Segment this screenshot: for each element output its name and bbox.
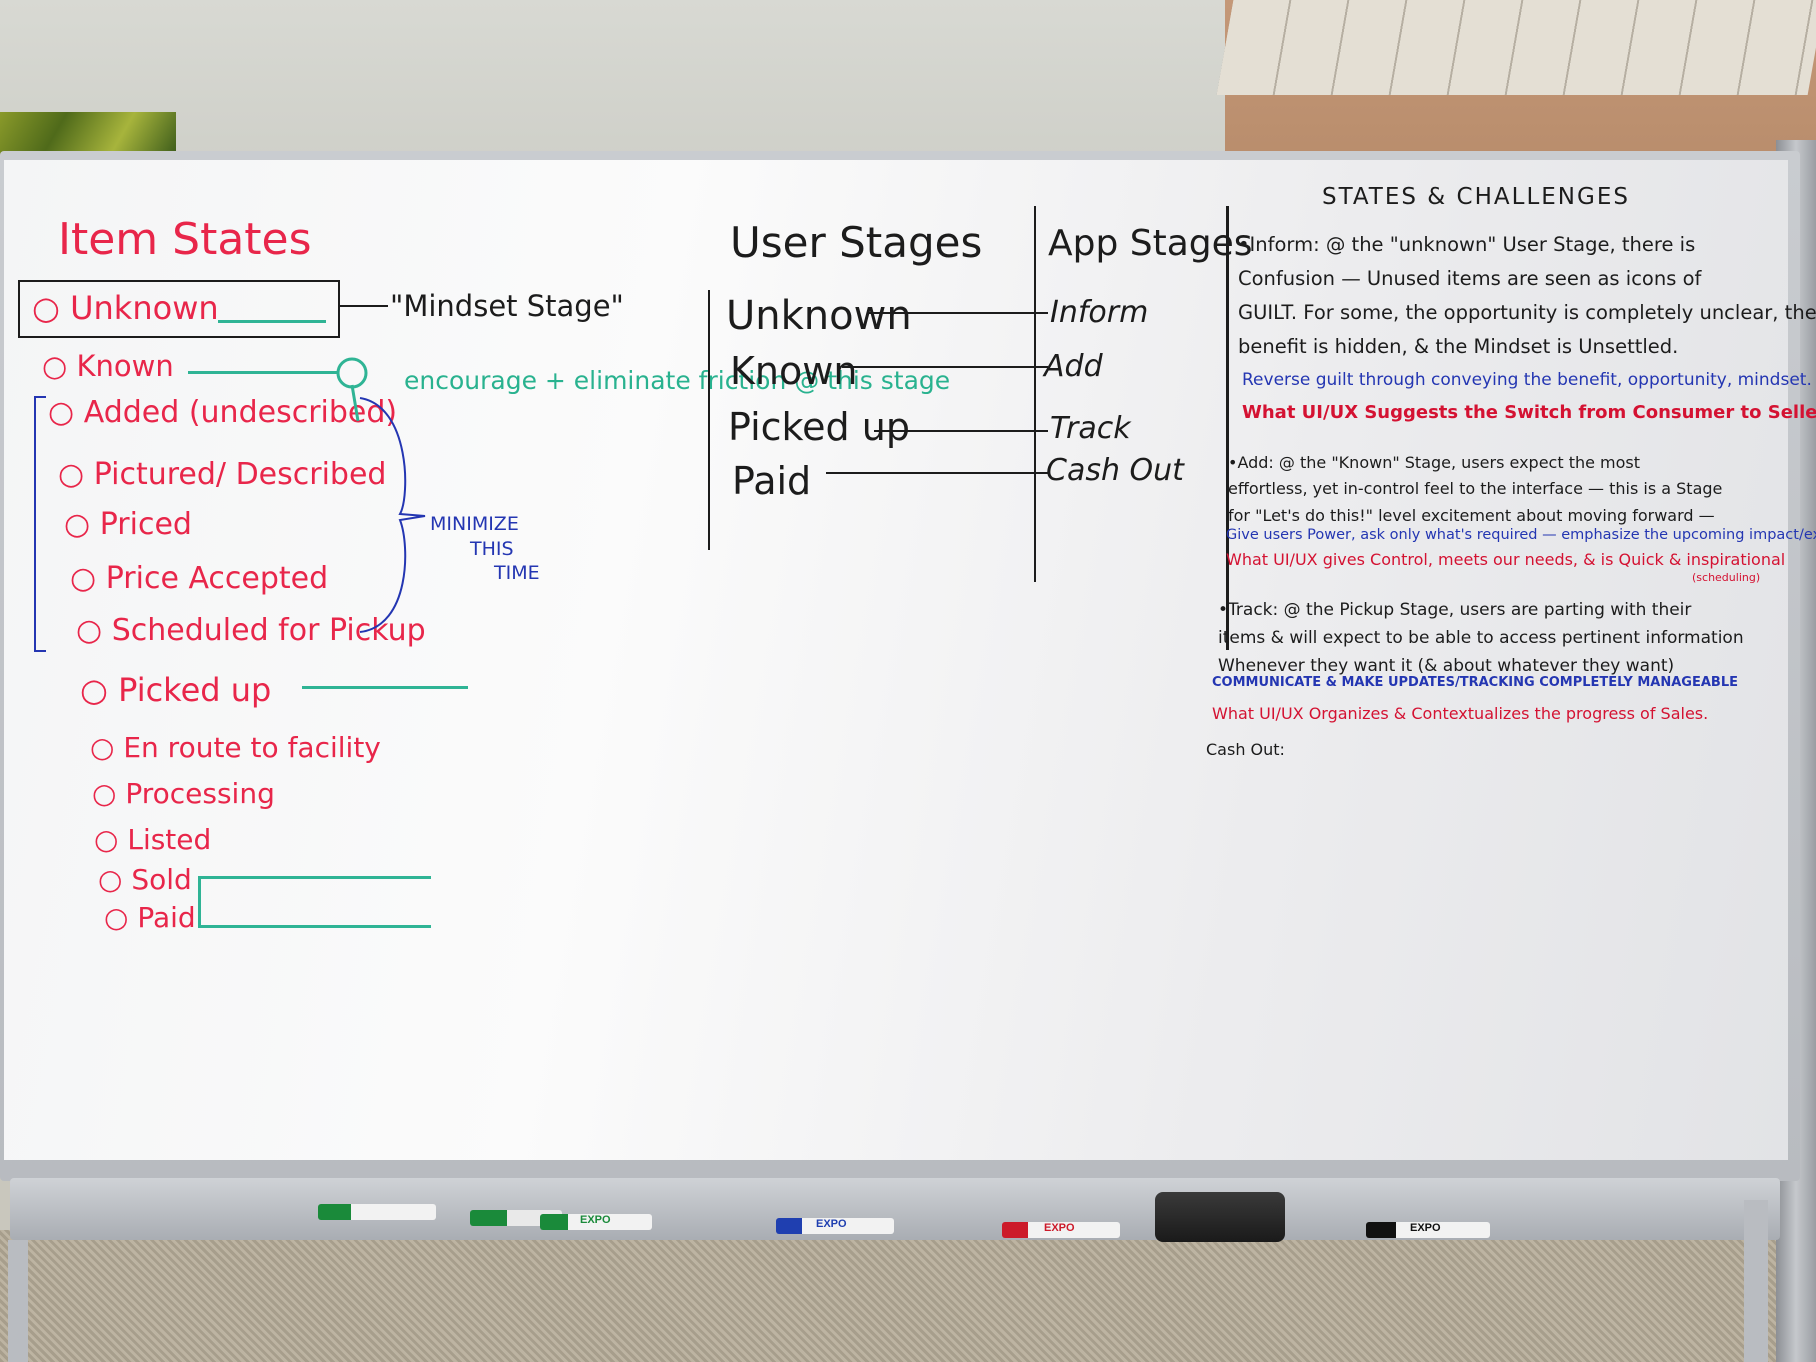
app-stage-track: Track <box>1050 411 1131 446</box>
marker-brand-green: EXPO <box>580 1214 611 1226</box>
challenges-divider <box>1226 206 1229 650</box>
item-state-picked-up: ○ Picked up <box>80 671 272 709</box>
inform-red-question: What UI/UX Suggests the Switch from Cons… <box>1242 402 1816 423</box>
unknown-box <box>18 280 340 338</box>
black-marker[interactable]: EXPO <box>1366 1222 1490 1238</box>
track-red-question: What UI/UX Organizes & Contextualizes th… <box>1212 704 1709 723</box>
connector-pickedup-track <box>874 430 1048 432</box>
teal-line-unknown <box>218 320 326 323</box>
app-stage-inform: Inform <box>1050 295 1149 330</box>
stand-leg-left <box>8 1240 28 1362</box>
green-marker-2[interactable] <box>470 1210 562 1226</box>
add-notes: •Add: @ the "Known" Stage, users expect … <box>1228 453 1723 525</box>
blue-marker[interactable]: EXPO <box>776 1218 894 1234</box>
marker-brand-blue: EXPO <box>816 1218 847 1230</box>
add-red-note: (scheduling) <box>1692 571 1761 584</box>
marker-brand-red: EXPO <box>1044 1222 1075 1234</box>
green-marker-1[interactable] <box>318 1204 436 1220</box>
inform-blue-note: Reverse guilt through conveying the bene… <box>1242 370 1812 390</box>
minimize-brace <box>359 397 426 633</box>
wall-painting <box>0 112 176 158</box>
connector-paid-cashout <box>826 472 1048 474</box>
stand-leg-right <box>1744 1200 1768 1362</box>
whiteboard <box>4 160 1788 1160</box>
app-stages-divider <box>1034 206 1036 582</box>
connector-unknown-inform <box>868 312 1048 314</box>
item-states-title: Item States <box>58 214 312 265</box>
user-stages-title: User Stages <box>730 218 983 267</box>
item-state-paid: ○ Paid <box>104 901 196 934</box>
cash-out-note: Cash Out: <box>1206 740 1285 759</box>
item-state-unknown: ○ Unknown <box>32 289 219 327</box>
mindset-stage-label: "Mindset Stage" <box>390 289 624 323</box>
item-state-price-accepted: ○ Price Accepted <box>70 561 329 596</box>
item-state-priced: ○ Priced <box>64 507 192 542</box>
green-marker-3[interactable]: EXPO <box>540 1214 652 1230</box>
app-stage-cash-out: Cash Out <box>1046 453 1184 488</box>
minimize-note: MINIMIZE THIS TIME <box>430 513 540 585</box>
mindset-connector <box>338 305 388 307</box>
item-state-listed: ○ Listed <box>94 823 212 856</box>
item-state-pictured: ○ Pictured/ Described <box>58 457 387 492</box>
teal-line-picked-up <box>302 686 468 689</box>
teal-pointer <box>336 357 368 422</box>
user-stage-picked-up: Picked up <box>728 405 910 449</box>
encourage-note: encourage + eliminate friction @ this st… <box>404 366 951 395</box>
user-stages-divider <box>708 290 710 550</box>
app-stage-add: Add <box>1044 349 1103 384</box>
item-state-processing: ○ Processing <box>92 777 275 810</box>
whiteboard-eraser[interactable] <box>1155 1192 1285 1242</box>
connector-known-add <box>842 366 1048 368</box>
marker-brand-black: EXPO <box>1410 1222 1441 1234</box>
user-stage-paid: Paid <box>732 459 812 503</box>
add-red-question: What UI/UX gives Control, meets our need… <box>1226 550 1786 569</box>
app-stages-title: App Stages <box>1048 223 1253 264</box>
user-stage-known: Known <box>730 349 858 393</box>
item-state-known: ○ Known <box>42 349 174 383</box>
teal-box-sold-paid <box>198 876 431 928</box>
marker-tray <box>10 1178 1780 1240</box>
track-notes: •Track: @ the Pickup Stage, users are pa… <box>1218 600 1744 677</box>
item-state-en-route: ○ En route to facility <box>90 731 381 764</box>
item-state-added: ○ Added (undescribed) <box>48 395 398 430</box>
challenges-title: STATES & CHALLENGES <box>1322 184 1630 210</box>
track-blue-note: COMMUNICATE & MAKE UPDATES/TRACKING COMP… <box>1212 675 1738 690</box>
teal-line-known <box>188 371 338 374</box>
item-state-sold: ○ Sold <box>98 863 192 896</box>
ceiling-tiles <box>1216 0 1816 95</box>
user-stage-unknown: Unknown <box>726 293 912 339</box>
carpet-floor <box>0 1230 1816 1362</box>
added-bracket <box>34 396 46 652</box>
red-marker[interactable]: EXPO <box>1002 1222 1120 1238</box>
add-blue-note: Give users Power, ask only what's requir… <box>1226 527 1816 543</box>
item-state-scheduled: ○ Scheduled for Pickup <box>76 613 426 648</box>
inform-notes: •Inform: @ the "unknown" User Stage, the… <box>1238 233 1816 359</box>
